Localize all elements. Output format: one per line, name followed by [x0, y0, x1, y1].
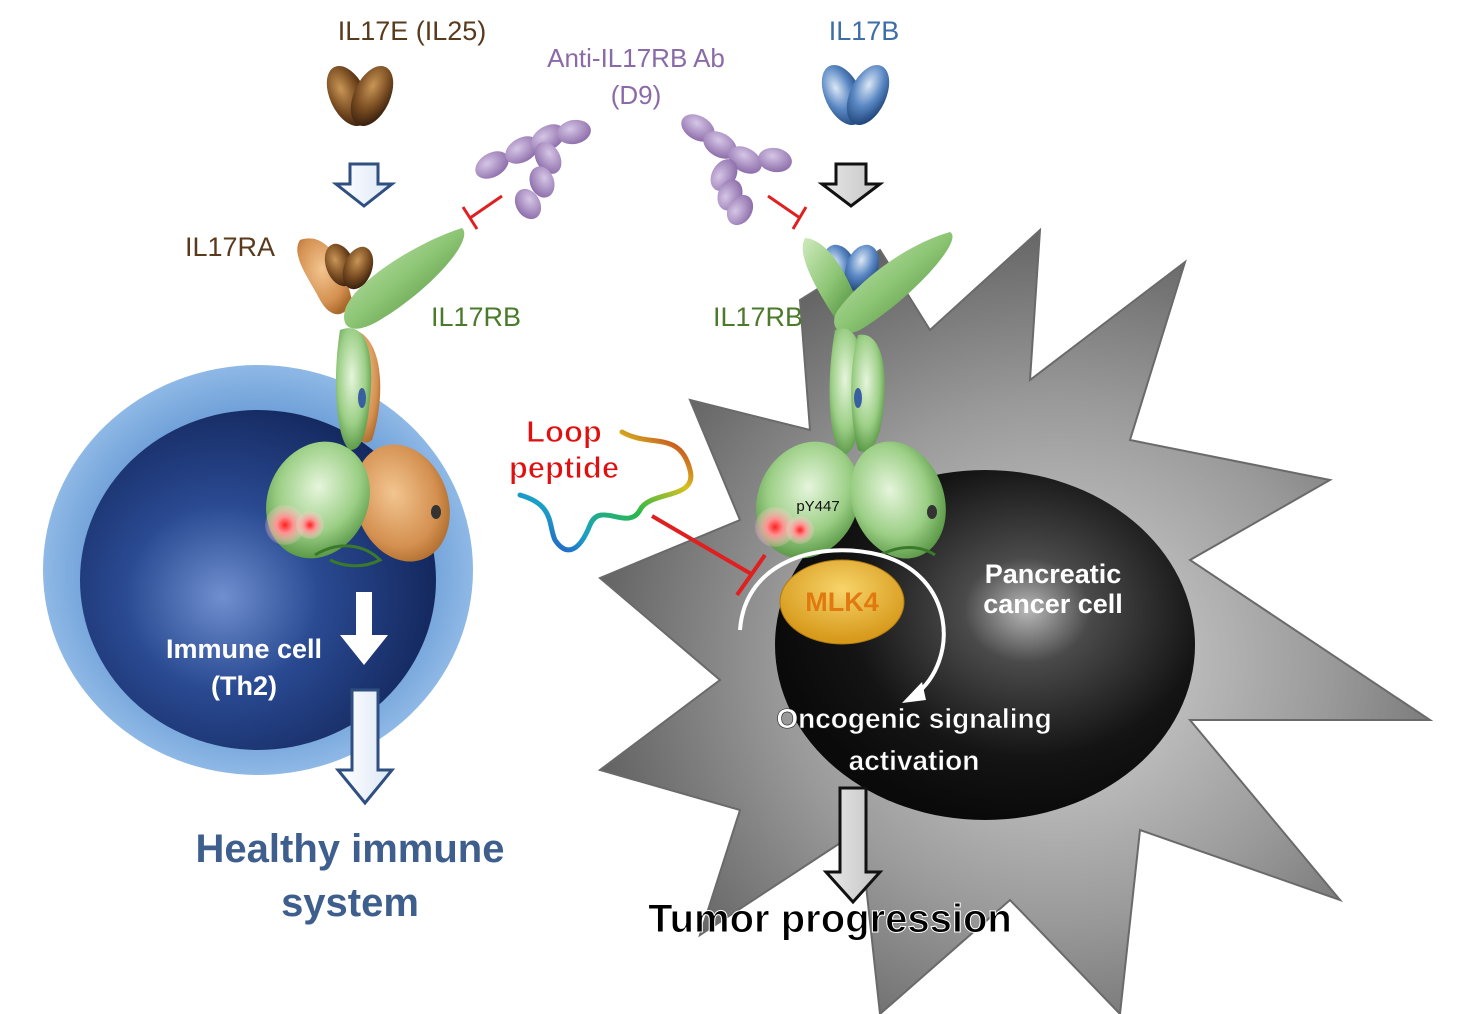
il17rb-right-tail: [879, 546, 936, 557]
tumor-progression-label: Tumor progression: [648, 897, 1012, 941]
il17rb-right-upper-arm-b: [834, 232, 953, 334]
healthy-system-label-line1: Healthy immune: [196, 827, 505, 871]
antibody-label-line2: (D9): [611, 80, 662, 110]
il17rb-right-dot: [927, 505, 937, 519]
antibody-inhibition-right-icon: [767, 194, 808, 230]
anti-il17rb-antibody-right-icon: [681, 114, 792, 226]
cancer-cell-label-line2: cancer cell: [983, 589, 1123, 619]
il17ra-il17rb-receptor-complex: [265, 228, 465, 568]
healthy-system-arrow-icon: [334, 688, 396, 806]
loop-peptide-inhibition-icon: [650, 514, 767, 597]
il17ra-intracellular-domain: [354, 444, 450, 562]
mlk4-label: MLK4: [805, 587, 879, 617]
antibody-label-line1: Anti-IL17RB Ab: [547, 43, 725, 73]
phospho-site-right-b: [786, 516, 814, 544]
oncogenic-label-line1: Oncogenic signaling: [776, 703, 1051, 734]
loop-peptide-ribbon-icon: [517, 429, 694, 553]
immune-cell-inner-arrow-icon: [340, 592, 388, 665]
il17rb-right-stalk-mark: [854, 388, 862, 408]
il17rb-left-label: IL17RB: [431, 302, 521, 332]
il17ra-upper-arm: [297, 238, 352, 315]
tumor-progression-arrow-icon: [822, 786, 884, 905]
il17rb-left-stalk: [335, 328, 372, 450]
il17rb-left-upper-arm: [344, 228, 465, 329]
loop-peptide-label-line1: Loop: [526, 414, 602, 449]
oncogenic-label-line2: activation: [849, 745, 980, 776]
il17rb-right-intracellular-domain-b: [850, 441, 946, 559]
phospho-site-right-a: [755, 507, 795, 547]
phospho-site-left-b: [296, 511, 324, 539]
il17b-label: IL17B: [829, 16, 900, 46]
il17e-bound-dimer: [324, 243, 374, 290]
mlk4-kinase: [779, 559, 905, 645]
healthy-system-label-line2: system: [281, 881, 419, 925]
il17rb-homodimer-receptor-complex: [755, 232, 953, 559]
il17b-dimer-icon: [821, 65, 890, 125]
signaling-curve-arrow: [738, 548, 946, 697]
il17e-dimer-icon: [326, 66, 394, 126]
immune-cell-label-line1: Immune cell: [166, 634, 322, 664]
il17rb-left-tail: [314, 544, 383, 568]
immune-cell-label-line2: (Th2): [211, 671, 277, 701]
phospho-site-left-a: [265, 505, 305, 545]
anti-il17rb-antibody-left-icon: [475, 119, 591, 220]
loop-peptide-label-line2: peptide: [509, 450, 619, 485]
cancer-cell-label-line1: Pancreatic: [985, 559, 1122, 589]
py447-label: pY447: [796, 498, 839, 515]
antibody-inhibition-left-icon: [461, 194, 503, 230]
il17rb-right-label: IL17RB: [713, 302, 803, 332]
il17ra-label: IL17RA: [185, 232, 275, 262]
signaling-curve-arrowhead: [902, 682, 926, 703]
il17ra-dot: [431, 505, 441, 519]
il17rb-left-stalk-mark: [358, 388, 366, 408]
pancreatic-cancer-cell: [597, 227, 1434, 1014]
cancer-cell-nucleus: [775, 470, 1195, 820]
il17e-binding-arrow-icon: [331, 162, 397, 208]
immune-cell: [43, 365, 473, 775]
il17rb-right-stalk-b: [851, 334, 885, 452]
il17b-binding-arrow-icon: [817, 162, 885, 208]
il17e-label: IL17E (IL25): [338, 16, 487, 46]
